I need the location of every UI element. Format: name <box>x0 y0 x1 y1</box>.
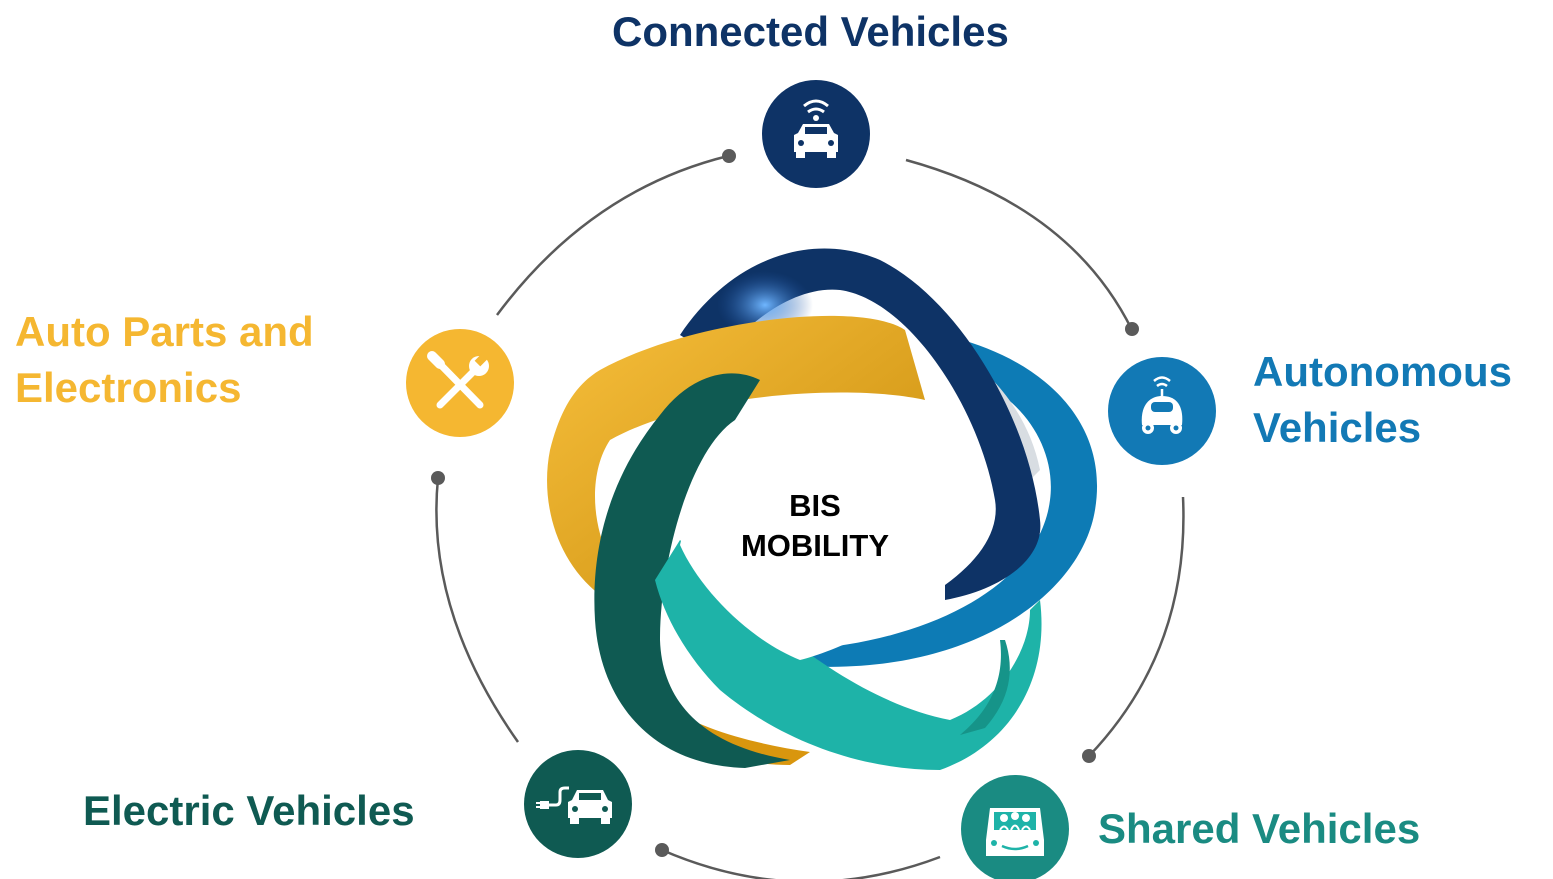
auto-parts-electronics-label-line2: Electronics <box>15 364 242 411</box>
tools-icon <box>427 351 489 409</box>
autonomous-car-icon <box>1141 376 1183 434</box>
hub-center <box>680 406 945 660</box>
ribbon-gold-lower <box>665 705 810 765</box>
ribbon-dark-teal <box>594 373 790 768</box>
ribbon-teal <box>655 540 1042 770</box>
shared-vehicles-label-line: Shared Vehicles <box>1098 805 1421 852</box>
arc-autoparts-connected <box>495 154 729 316</box>
auto-parts-electronics-label: Auto Parts and Electronics <box>15 304 314 416</box>
connector-dot <box>1125 322 1139 336</box>
electric-vehicles-label: Electric Vehicles <box>83 783 415 839</box>
connector-dot <box>655 843 669 857</box>
connected-badge <box>762 80 870 188</box>
ribbon-gold <box>547 315 925 595</box>
electric-vehicles-label-line: Electric Vehicles <box>83 787 415 834</box>
arc-connected-autonomous <box>905 158 1134 331</box>
connector-arcs <box>435 154 1185 879</box>
autonomous-vehicles-label-line2: Vehicles <box>1253 404 1422 451</box>
ribbon-blue <box>790 338 1098 667</box>
autonomous-badge <box>1108 357 1216 465</box>
ribbon-navy <box>680 248 1041 600</box>
arc-shared-electric <box>661 848 941 879</box>
auto-parts-electronics-label-line1: Auto Parts and <box>15 308 314 355</box>
shared-badge <box>961 775 1069 879</box>
autoparts-badge <box>406 329 514 437</box>
arc-autonomous-shared <box>1088 496 1185 757</box>
arc-electric-autoparts <box>435 477 520 743</box>
ribbon-hub <box>547 248 1098 770</box>
center-label: BIS MOBILITY <box>700 486 930 566</box>
connected-car-icon <box>794 99 838 158</box>
electric-car-icon <box>536 786 612 824</box>
connector-dot <box>722 149 736 163</box>
connected-vehicles-label-line: Connected Vehicles <box>612 8 1009 55</box>
autonomous-vehicles-label: Autonomous Vehicles <box>1253 344 1512 456</box>
shared-vehicles-label: Shared Vehicles <box>1098 801 1420 857</box>
center-label-line2: MOBILITY <box>740 528 890 563</box>
connected-vehicles-label: Connected Vehicles <box>612 4 1009 60</box>
ribbon-teal-shadow <box>960 640 1010 735</box>
connector-dot <box>1082 749 1096 763</box>
shared-car-icon <box>986 808 1044 856</box>
electric-badge <box>524 750 632 858</box>
connector-dot <box>431 471 445 485</box>
center-label-line1: BIS <box>789 488 841 523</box>
autonomous-vehicles-label-line1: Autonomous <box>1253 348 1512 395</box>
connector-dots <box>431 149 1139 857</box>
